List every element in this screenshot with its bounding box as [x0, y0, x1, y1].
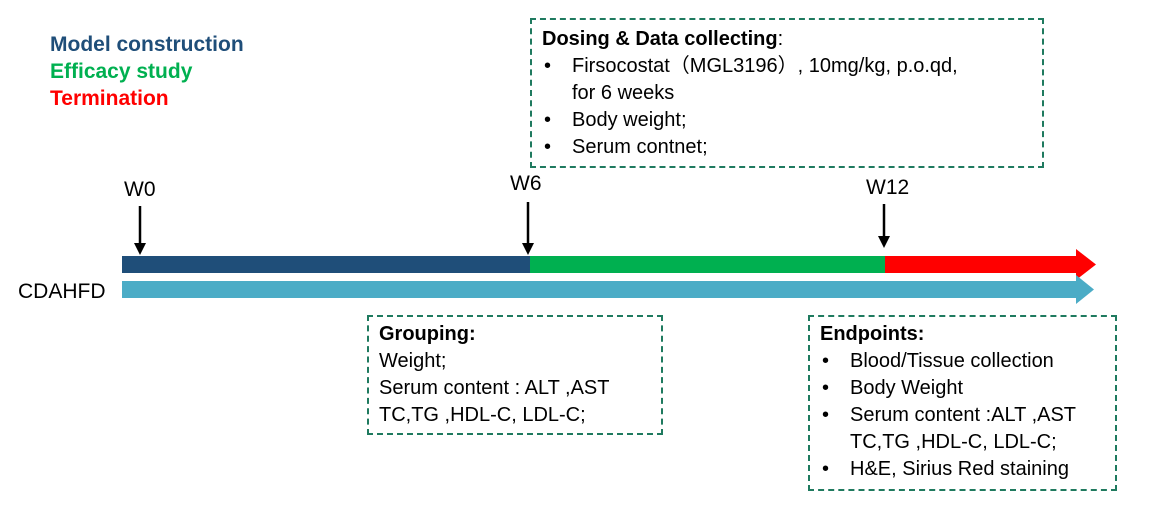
week-arrow-w6-head — [522, 243, 534, 255]
legend-model-construction: Model construction — [50, 33, 244, 56]
diet-label: CDAHFD — [18, 280, 106, 303]
legend-efficacy-study: Efficacy study — [50, 60, 193, 83]
week-label-w6: W6 — [510, 172, 542, 195]
endpoints-box: Endpoints: Blood/Tissue collection Body … — [808, 315, 1117, 491]
endpoints-item-collection: Blood/Tissue collection — [820, 348, 1105, 375]
dosing-list: Firsocostat（MGL3196）, 10mg/kg, p.o.qd, f… — [542, 53, 1032, 161]
grouping-line-serum: Serum content : ALT ,AST — [379, 377, 610, 399]
endpoints-item-staining: H&E, Sirius Red staining — [820, 456, 1105, 483]
dosing-item-body-weight-text: Body weight; — [572, 109, 687, 131]
dosing-title: Dosing & Data collecting: — [542, 28, 784, 50]
phase-termination-arrowhead — [1076, 249, 1096, 280]
dosing-item-serum: Serum contnet; — [542, 134, 1032, 161]
legend-termination: Termination — [50, 87, 169, 110]
diet-bar-body — [122, 281, 1076, 298]
endpoints-item-body-weight: Body Weight — [820, 375, 1105, 402]
endpoints-item-staining-text: H&E, Sirius Red staining — [850, 458, 1069, 480]
phase-bar — [122, 249, 1096, 280]
endpoints-item-serum: Serum content :ALT ,AST TC,TG ,HDL-C, LD… — [820, 402, 1105, 456]
dosing-item-body-weight: Body weight; — [542, 107, 1032, 134]
endpoints-item-serum-line1: Serum content :ALT ,AST — [850, 404, 1077, 426]
grouping-box: Grouping: Weight; Serum content : ALT ,A… — [367, 315, 663, 435]
endpoints-item-body-weight-text: Body Weight — [850, 377, 964, 399]
week-arrow-w12-head — [878, 236, 890, 248]
grouping-line-weight: Weight; — [379, 350, 447, 372]
week-arrows — [134, 202, 890, 255]
endpoints-item-serum-line2: TC,TG ,HDL-C, LDL-C; — [850, 431, 1057, 453]
diet-bar — [122, 275, 1094, 304]
dosing-item-drug-line2: for 6 weeks — [572, 82, 675, 104]
grouping-title: Grouping: — [379, 323, 476, 345]
diet-bar-arrowhead — [1076, 275, 1094, 304]
dosing-box: Dosing & Data collecting: Firsocostat（MG… — [530, 18, 1044, 168]
dosing-item-serum-text: Serum contnet; — [572, 136, 708, 158]
grouping-line-lipids: TC,TG ,HDL-C, LDL-C; — [379, 404, 586, 426]
phase-termination — [885, 256, 1076, 273]
phase-efficacy-study — [530, 256, 885, 273]
week-arrow-w0-head — [134, 243, 146, 255]
phase-model-construction — [122, 256, 530, 273]
dosing-item-drug-line1: Firsocostat（MGL3196）, 10mg/kg, p.o.qd, — [572, 55, 958, 77]
endpoints-list: Blood/Tissue collection Body Weight Seru… — [820, 348, 1105, 483]
endpoints-title: Endpoints: — [820, 323, 925, 345]
dosing-item-drug: Firsocostat（MGL3196）, 10mg/kg, p.o.qd, f… — [542, 53, 1032, 107]
legend: Model construction Efficacy study Termin… — [50, 31, 244, 112]
week-label-w0: W0 — [124, 178, 156, 201]
week-label-w12: W12 — [866, 176, 910, 199]
endpoints-item-collection-text: Blood/Tissue collection — [850, 350, 1054, 372]
